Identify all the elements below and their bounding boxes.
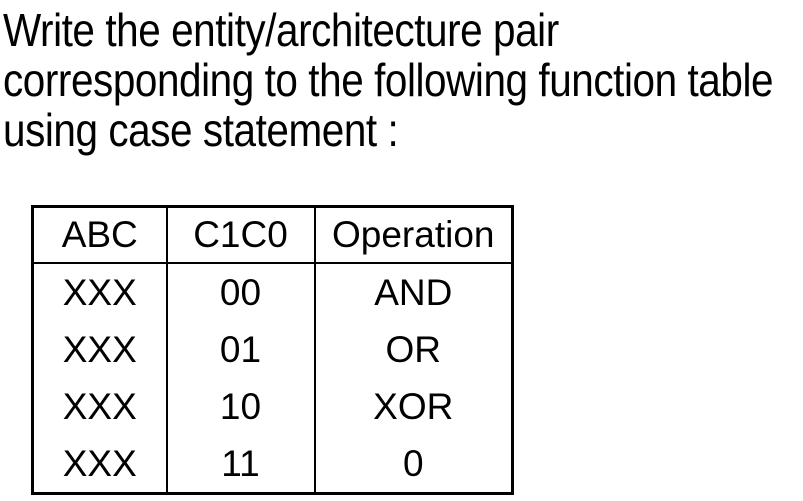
- cell-operation: XOR: [313, 378, 513, 435]
- cell-operation: 0: [313, 435, 513, 494]
- table-row: XXX 01 OR: [33, 321, 513, 378]
- cell-c1c0: 00: [165, 263, 315, 321]
- cell-abc: XXX: [62, 271, 137, 313]
- cell-abc: XXX: [62, 328, 137, 370]
- cell-operation: OR: [313, 321, 513, 378]
- column-header-abc: ABC: [32, 206, 167, 264]
- table-row: XXX 11 0: [33, 435, 513, 494]
- table-header-row: ABC C1C0 Operation: [32, 206, 513, 264]
- table-row: XXX 00 AND: [33, 263, 513, 321]
- question-line-1: Write the entity/architecture pair: [3, 4, 559, 56]
- question-text: Write the entity/architecture pair corre…: [3, 4, 774, 156]
- cell-abc: XXX: [62, 442, 137, 484]
- cell-c1c0: 10: [165, 378, 315, 435]
- column-header-operation: Operation: [313, 206, 513, 264]
- cell-operation: AND: [313, 263, 513, 321]
- cell-abc: XXX: [62, 385, 137, 427]
- cell-c1c0: 11: [165, 435, 315, 494]
- column-header-c1c0: C1C0: [165, 206, 315, 264]
- question-line-2: corresponding to the following function …: [3, 54, 774, 106]
- table-row: XXX 10 XOR: [33, 378, 513, 435]
- cell-c1c0: 01: [165, 321, 315, 378]
- function-table: ABC C1C0 Operation XXX 00 AND XXX 01 OR …: [31, 205, 514, 495]
- question-line-3: using case statement :: [3, 104, 399, 156]
